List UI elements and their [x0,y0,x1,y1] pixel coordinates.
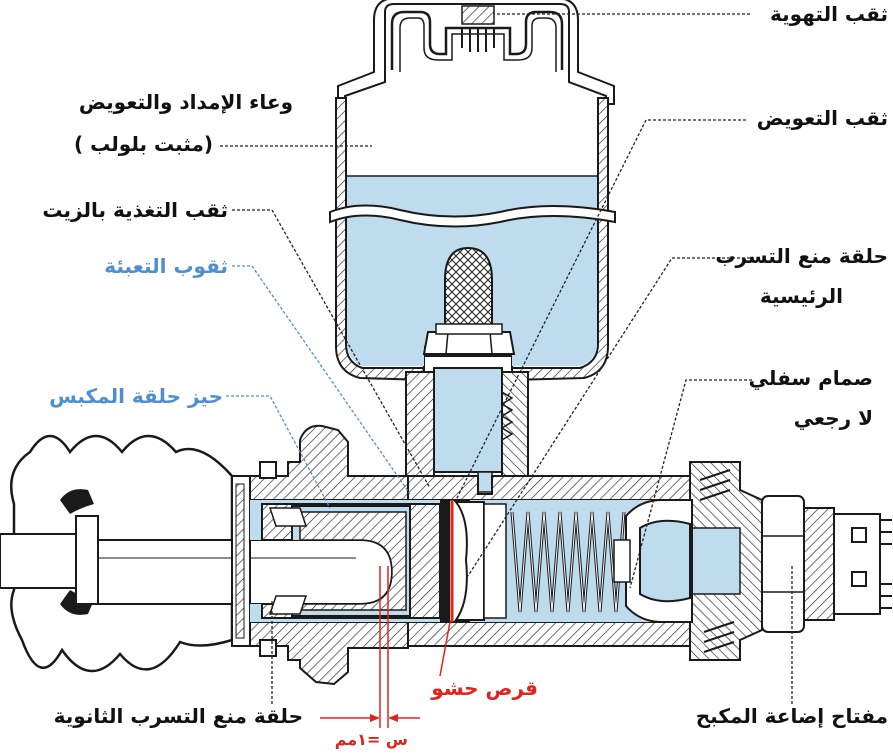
outlet-thread [699,469,735,653]
leader-lines [220,13,793,704]
leader-check-valve [629,379,752,589]
switch-hex [761,495,805,633]
return-spring [483,503,626,619]
filler-disc-assembly [440,500,485,622]
tank-outline [335,97,609,382]
fitting-bolt [433,367,503,473]
label-primary-seal-line1: حلقة منع التسرب [715,244,888,268]
cylinder-body [231,424,763,686]
mounting-flange-bottom [249,621,409,686]
push-rod-shaft [0,533,81,589]
spring-seat [483,503,507,619]
strainer [444,246,493,331]
leader-compensation-hole [455,119,746,501]
label-reservoir-line2: (مثبت بلولب ) [74,132,213,156]
dim-arrow-head-right [388,714,398,722]
label-oil-feed-hole: ثقب التغذية بالزيت [42,198,228,222]
label-filler-disc: قرص حشو [431,676,538,700]
brake-light-switch [761,495,892,633]
gap-dimension [320,566,451,728]
switch-body [803,507,835,621]
boot-clip-top [60,489,94,514]
label-gap-dimension: س =١مم [334,730,408,749]
label-piston-ring-space: حيز حلقة المكبس [49,384,223,408]
leader-filling-holes [232,265,411,495]
vent-fingers [461,28,495,52]
leader-oil-feed-hole [232,209,431,489]
flange-clip-bottom [259,639,277,657]
nut-cap [435,323,503,335]
terminal-bottom [851,571,867,587]
dim-arrow-head-left [370,714,380,722]
check-valve-cup [639,519,691,603]
filler-disc [440,500,450,622]
piston-core [299,511,407,611]
label-compensation-hole: ثقب التعويض [756,106,888,130]
reservoir-cap [337,0,615,105]
fitting-thread [500,391,514,441]
oil-feed-hole [477,471,493,493]
terminal-pins [880,519,892,609]
flange-clip-top [259,461,277,479]
outlet-passage [691,527,741,595]
vent-plug [461,5,495,25]
fitting-left-wall [405,371,435,481]
push-rod-collar [75,515,99,605]
break-line [329,204,616,228]
terminal-top [851,527,867,543]
piston [261,503,441,619]
label-vent-hole: ثقب التهوية [770,2,888,26]
secondary-seal-bottom [268,595,308,615]
label-filling-holes: ثقوب التعبئة [104,254,228,278]
primary-seal [453,501,485,621]
filler-disc-pointer [439,621,451,677]
reservoir [329,0,616,382]
label-check-valve-line2: لا رجعي [793,406,873,430]
leader-primary-seal [467,257,750,577]
label-reservoir-line1: وعاء الإمداد والتعويض [78,90,293,114]
check-valve [613,499,693,623]
label-brake-light-switch: مفتاح إضاعة المكبح [695,704,888,728]
label-secondary-seal: حلقة منع التسرب الثانوية [53,704,303,728]
label-check-valve-line1: صمام سفلي [748,366,873,390]
label-primary-seal-line2: الرئيسية [759,284,843,308]
reservoir-fitting [405,367,529,493]
secondary-seal-top [268,507,308,527]
reservoir-nut [422,331,516,355]
